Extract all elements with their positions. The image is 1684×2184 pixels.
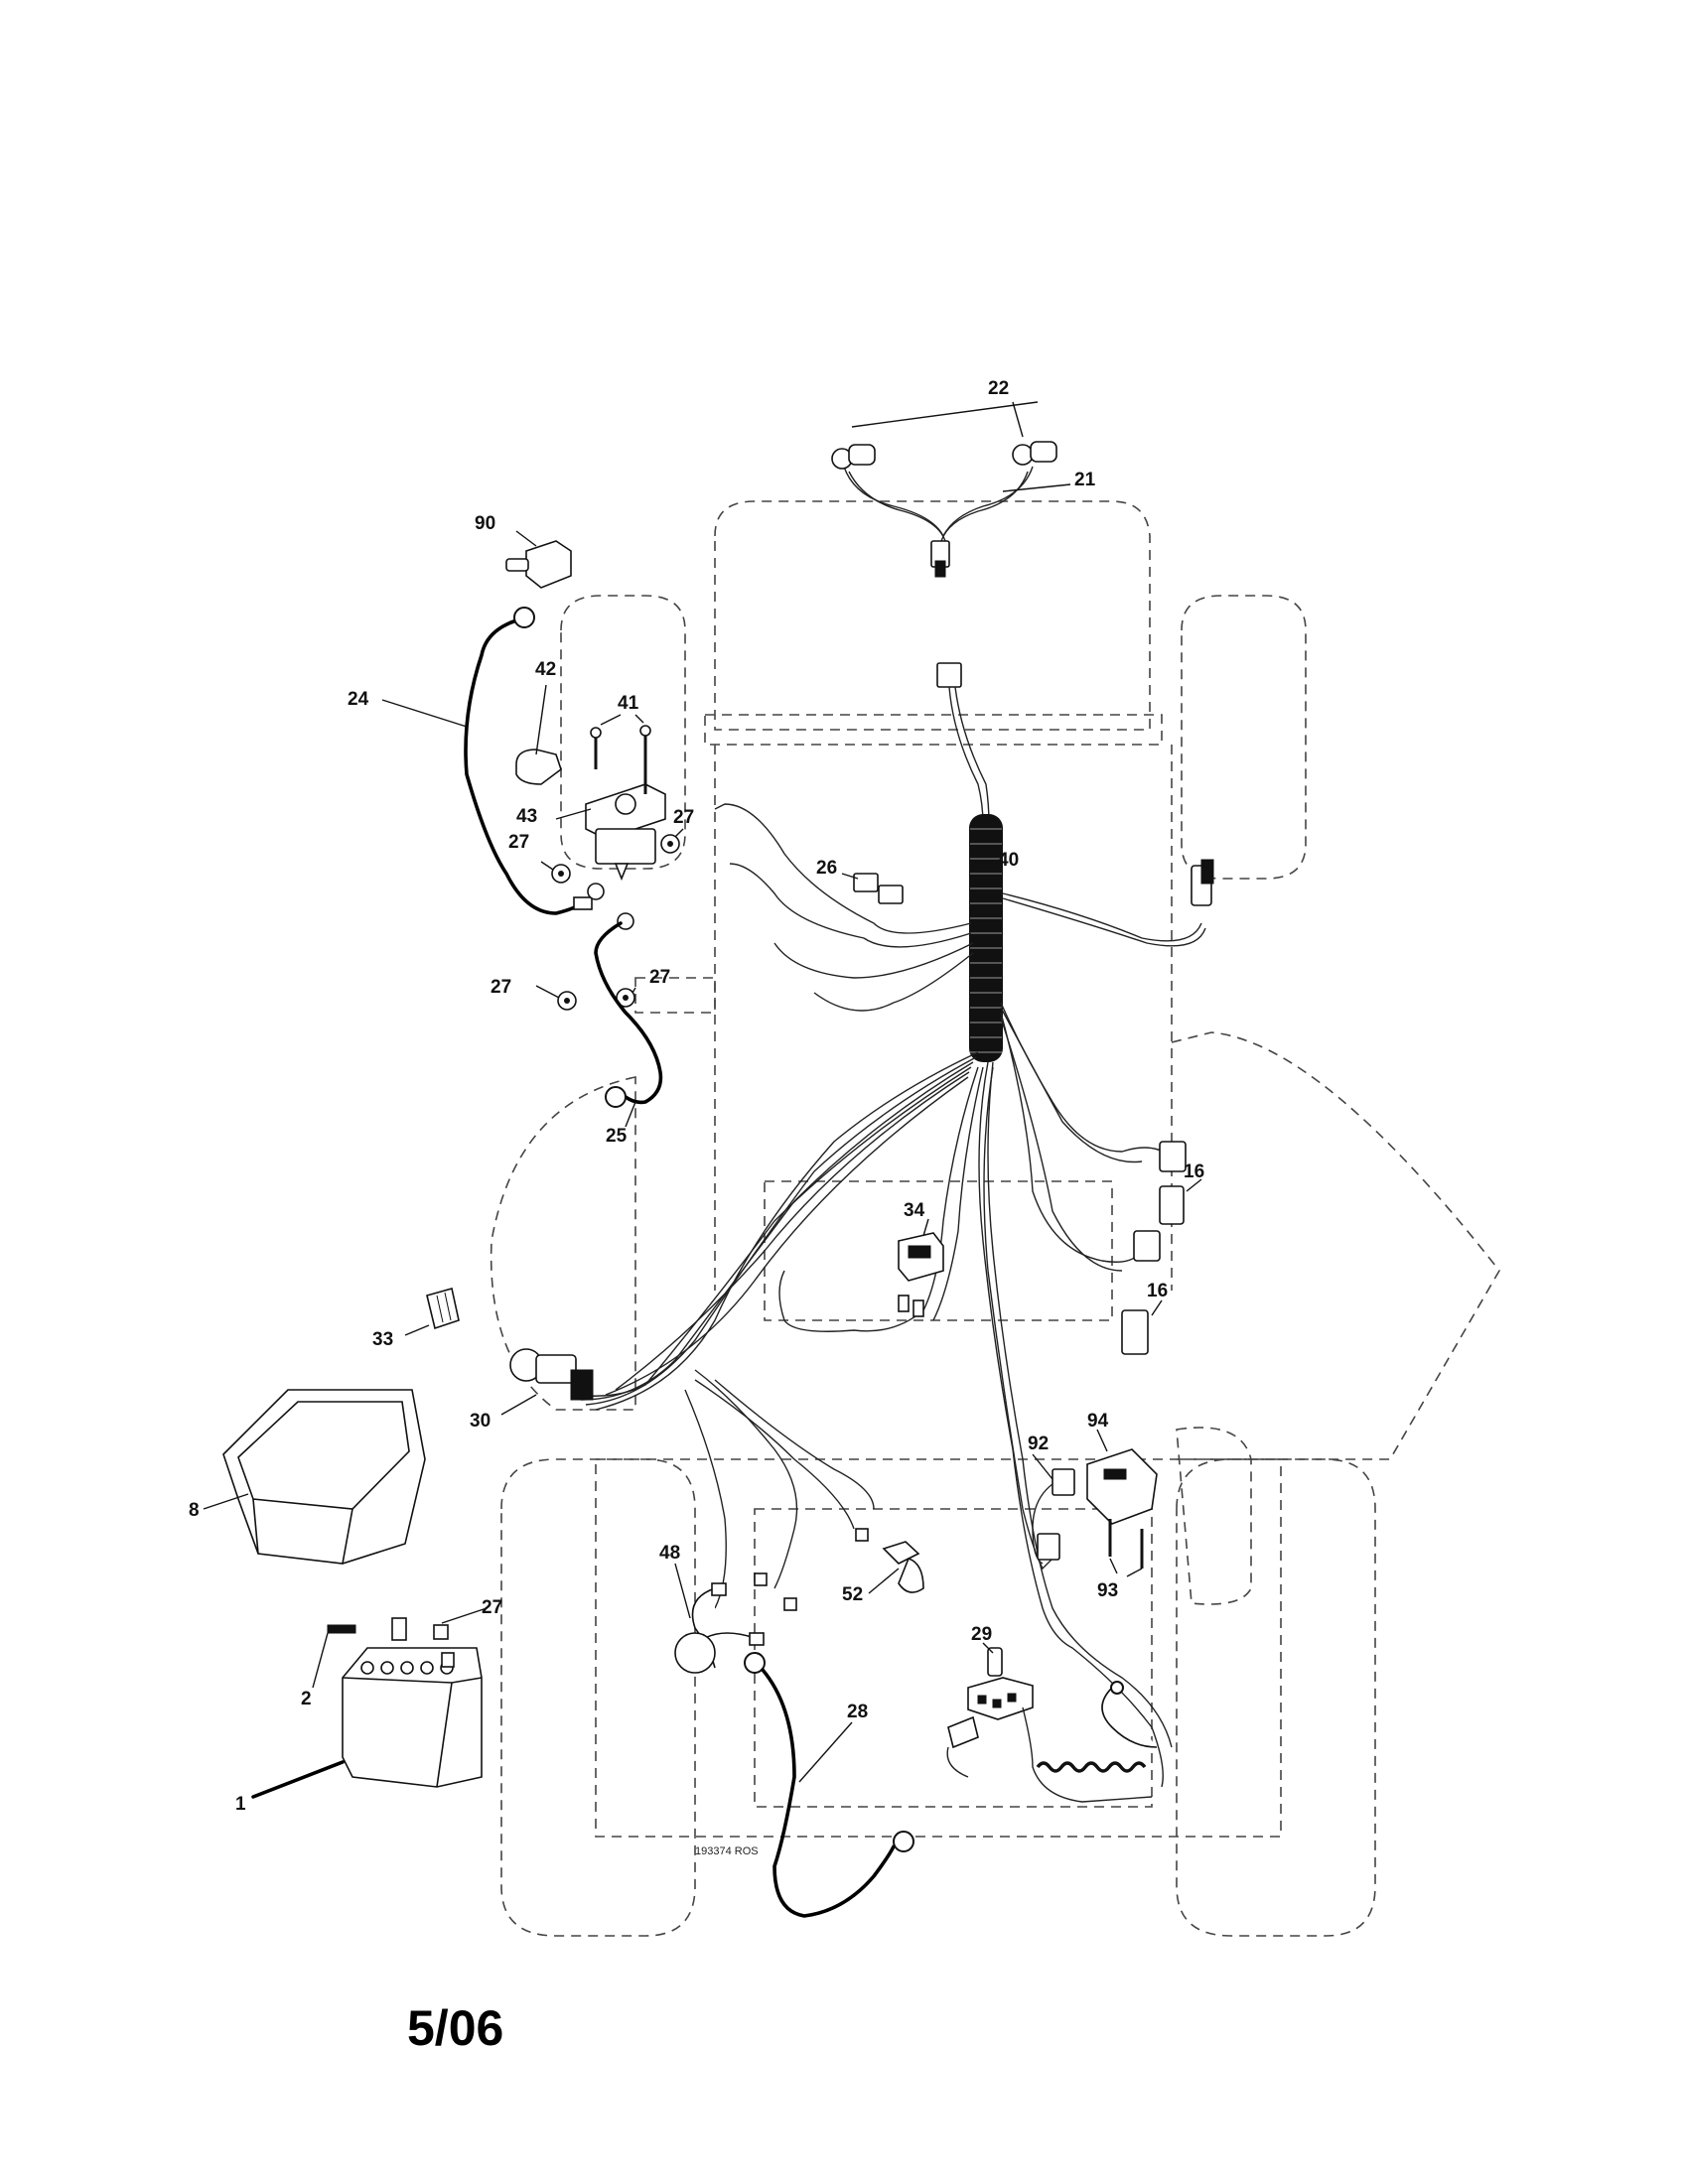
main-harness <box>575 662 1214 1788</box>
drawing-code: 193374 ROS <box>695 1845 759 1857</box>
callout-41: 41 <box>618 693 639 714</box>
part-26-connector <box>841 873 904 904</box>
part-43-solenoid <box>555 783 666 882</box>
headlight-harness <box>831 441 1057 578</box>
part-41-screws <box>590 714 651 794</box>
callout-27-e: 27 <box>482 1597 502 1618</box>
callout-16-b: 16 <box>1147 1281 1168 1301</box>
part-27-nuts <box>535 828 684 1011</box>
callout-29: 29 <box>971 1624 992 1645</box>
part-34-switch <box>898 1218 944 1317</box>
callout-labels: 22 21 90 42 41 24 43 27 27 27 27 26 40 2… <box>189 378 1204 1815</box>
part-16-connectors <box>1121 1178 1202 1355</box>
part-30-ignition-switch <box>500 1348 594 1416</box>
callout-22: 22 <box>988 378 1009 399</box>
callout-30: 30 <box>470 1411 491 1432</box>
callout-40: 40 <box>998 850 1019 871</box>
callout-42: 42 <box>535 659 556 680</box>
callout-1: 1 <box>235 1794 246 1815</box>
callout-52: 52 <box>842 1584 863 1605</box>
part-24-cable <box>381 607 593 915</box>
callout-26: 26 <box>816 858 837 879</box>
callout-25: 25 <box>606 1126 628 1147</box>
part-94-switch <box>1086 1429 1158 1525</box>
callout-27-c: 27 <box>491 977 511 998</box>
part-27-battery-nut <box>433 1607 488 1640</box>
callout-94: 94 <box>1087 1411 1109 1432</box>
callout-48: 48 <box>659 1543 680 1564</box>
callout-34: 34 <box>904 1200 925 1221</box>
part-92-connector <box>1032 1453 1075 1565</box>
callout-27-a: 27 <box>508 832 529 853</box>
callout-8: 8 <box>189 1500 200 1521</box>
callout-92: 92 <box>1028 1433 1049 1454</box>
part-48-harness <box>674 1563 797 1674</box>
callout-33: 33 <box>372 1329 393 1350</box>
tractor-outline <box>490 500 1500 1937</box>
callout-93: 93 <box>1097 1580 1118 1601</box>
part-2-bolt <box>312 1617 407 1689</box>
part-33-relay <box>404 1288 460 1336</box>
part-25-cable <box>594 921 663 1128</box>
callout-2: 2 <box>301 1689 312 1709</box>
wire-loom <box>969 814 1003 1062</box>
part-52-switch <box>855 1528 924 1594</box>
part-28-ground-cable <box>744 1652 914 1918</box>
callout-16-a: 16 <box>1184 1161 1204 1182</box>
part-90-fuse-holder <box>505 530 572 589</box>
part-93-screws <box>1108 1519 1144 1577</box>
date-code: 5/06 <box>407 2000 503 2056</box>
part-1-battery <box>251 1647 483 1799</box>
part-8-battery-box <box>203 1389 426 1565</box>
callout-24: 24 <box>348 689 369 710</box>
callout-21: 21 <box>1074 470 1096 490</box>
callout-27-d: 27 <box>649 967 670 988</box>
part-42-boot <box>515 684 562 785</box>
callout-43: 43 <box>516 806 537 827</box>
callout-90: 90 <box>475 513 495 534</box>
callout-27-b: 27 <box>673 807 694 828</box>
callout-28: 28 <box>847 1702 868 1722</box>
part-29-connector <box>946 1642 1158 1803</box>
